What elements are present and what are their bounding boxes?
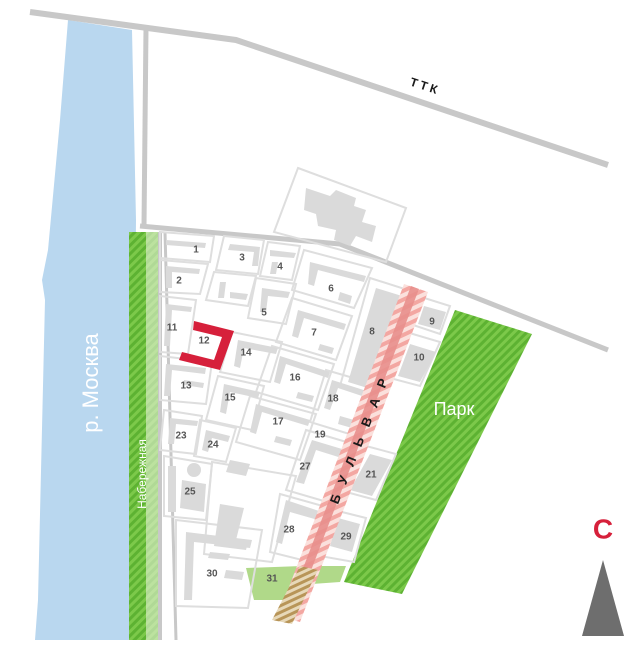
park-label: Парк xyxy=(434,399,475,419)
north-arrow-icon xyxy=(582,560,624,636)
block-number: 25 xyxy=(184,487,196,498)
block-number: 11 xyxy=(167,323,178,334)
block-number: 15 xyxy=(224,393,236,404)
top-block xyxy=(272,166,408,264)
block-number: 9 xyxy=(429,317,435,328)
road-north-south xyxy=(141,27,149,227)
block-number: 21 xyxy=(365,470,377,481)
block-number: 5 xyxy=(261,308,267,319)
block-number: 27 xyxy=(299,462,311,473)
block-number: 8 xyxy=(369,327,375,338)
block-number: 28 xyxy=(283,525,295,536)
block-number-labels: 1 2 3 4 5 6 7 8 9 10 11 12 13 14 15 16 1… xyxy=(167,245,436,585)
block-number: 7 xyxy=(311,328,317,339)
buildings xyxy=(164,240,446,600)
river-label: р. Москва xyxy=(78,332,103,432)
park-corner-right xyxy=(312,566,346,584)
block-number: 31 xyxy=(266,574,278,585)
block-number: 30 xyxy=(206,569,218,580)
block-number: 29 xyxy=(340,532,352,543)
highlighted-building-12[interactable] xyxy=(179,321,234,370)
block-number: 17 xyxy=(272,417,284,428)
block-number: 1 xyxy=(193,245,199,256)
top-building xyxy=(304,188,376,246)
north-letter: С xyxy=(593,513,613,544)
block-number: 18 xyxy=(327,394,339,405)
embankment-label: Набережная xyxy=(135,439,149,509)
block-number: 16 xyxy=(289,373,301,384)
park-area xyxy=(344,310,532,594)
block-number: 10 xyxy=(413,353,425,364)
block-number: 12 xyxy=(198,336,210,347)
block-number: 3 xyxy=(239,253,245,264)
ttk-label: ТТК xyxy=(408,75,442,98)
block-number: 2 xyxy=(176,276,182,287)
block-number: 24 xyxy=(207,440,219,451)
block-number: 14 xyxy=(240,348,252,359)
block-number: 6 xyxy=(328,284,334,295)
block-number: 23 xyxy=(175,431,187,442)
ttk-road xyxy=(29,9,609,168)
boulevard xyxy=(272,284,428,624)
block-number: 13 xyxy=(180,381,192,392)
block-number: 19 xyxy=(314,430,326,441)
embankment-inner xyxy=(146,232,158,640)
road-top xyxy=(139,223,609,353)
river xyxy=(35,20,136,640)
block-number: 4 xyxy=(277,262,283,273)
